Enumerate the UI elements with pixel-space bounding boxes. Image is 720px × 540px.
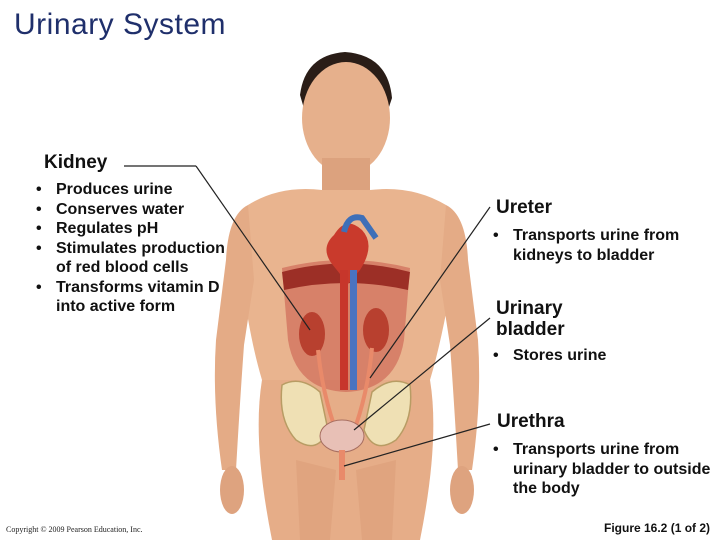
left-kidney	[299, 312, 325, 356]
left-ureter	[316, 349, 336, 426]
list-item: Transforms vitamin D into active form	[36, 278, 226, 317]
list-item: Produces urine	[36, 180, 226, 200]
urinary-bladder	[319, 419, 365, 453]
bladder-leader	[353, 317, 491, 431]
ureter-function-list: Transports urine from kidneys to bladder	[493, 226, 693, 265]
thigh-right	[356, 460, 396, 540]
list-item: Regulates pH	[36, 219, 226, 239]
list-item: Transports urine from kidneys to bladder	[493, 226, 693, 265]
ureter-leader	[369, 206, 491, 379]
right-pelvic-bone	[363, 380, 412, 447]
thigh-left	[296, 460, 336, 540]
right-kidney	[363, 308, 389, 352]
left-pelvic-bone	[280, 380, 329, 447]
urethra-function-list: Transports urine from urinary bladder to…	[493, 440, 713, 499]
copyright-notice: Copyright © 2009 Pearson Education, Inc.	[6, 525, 143, 534]
urethra	[339, 450, 345, 480]
list-item: Stimulates production of red blood cells	[36, 239, 226, 278]
urethra-leader	[343, 423, 491, 467]
head	[302, 62, 390, 174]
urethra-heading: Urethra	[497, 411, 565, 432]
right-arm	[440, 205, 480, 470]
list-item: Transports urine from urinary bladder to…	[493, 440, 713, 499]
list-item: Stores urine	[493, 346, 693, 366]
bladder-function-list: Stores urine	[493, 346, 693, 366]
ureter-heading: Ureter	[496, 197, 552, 218]
right-ureter	[354, 347, 374, 426]
aorta-arch	[341, 214, 379, 240]
hair	[300, 52, 392, 112]
aorta	[340, 270, 348, 390]
page-title: Urinary System	[14, 8, 227, 41]
list-item: Conserves water	[36, 200, 226, 220]
right-hand	[450, 466, 474, 514]
kidney-function-list: Produces urine Conserves water Regulates…	[36, 180, 226, 317]
left-hand	[220, 466, 244, 514]
kidney-heading: Kidney	[44, 152, 108, 173]
figure-label: Figure 16.2 (1 of 2)	[604, 521, 711, 535]
vena-cava	[350, 270, 357, 390]
heart	[326, 223, 369, 284]
bladder-heading: Urinary bladder	[496, 298, 565, 340]
